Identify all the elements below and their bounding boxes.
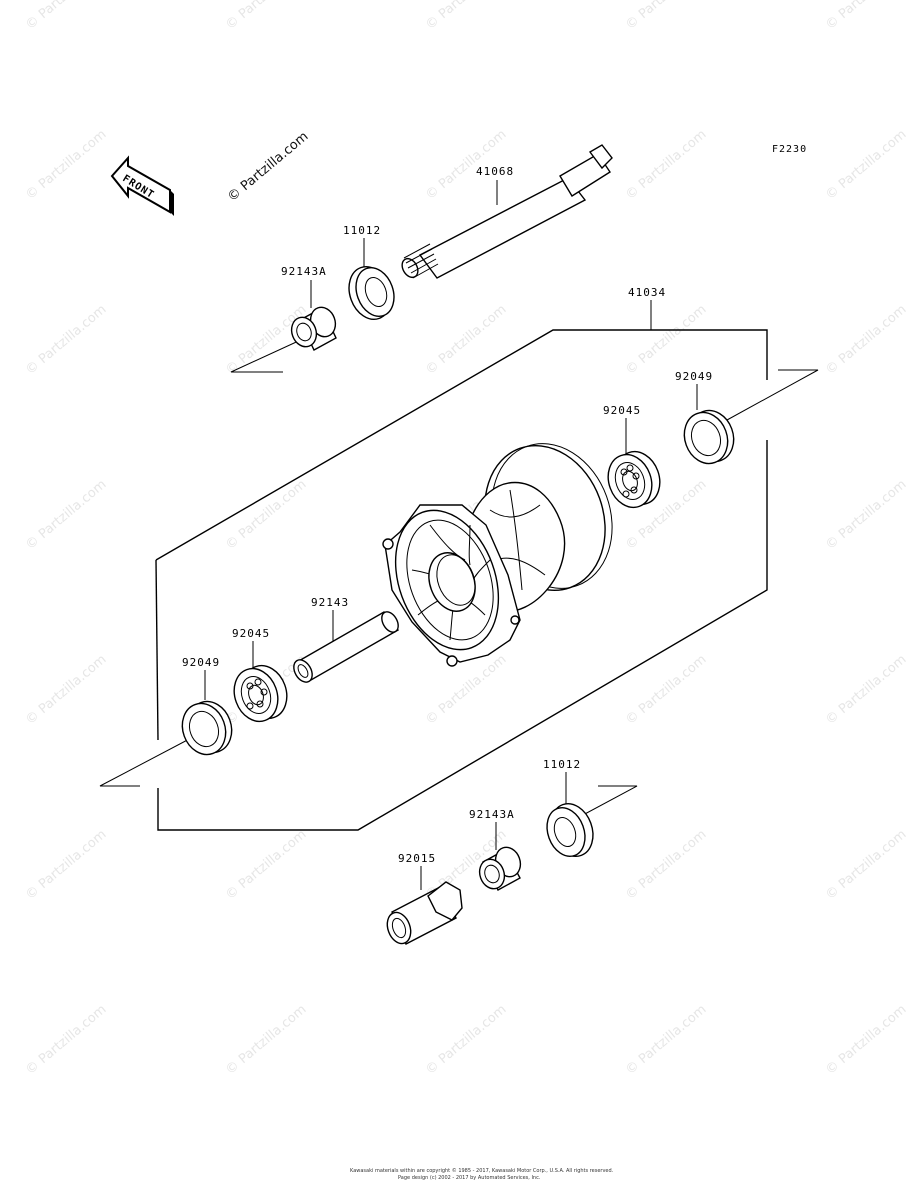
axle-nut [386,881,463,945]
assembly-frame [99,329,819,831]
wheel-hub [382,443,613,667]
watermark: © Partzilla.com [423,1002,509,1078]
watermark: © Partzilla.com [23,0,109,33]
distance-collar [293,611,400,683]
watermark: © Partzilla.com [23,302,109,378]
part-label-11012: 11012 [543,758,581,771]
watermark: © Partzilla.com [23,652,109,728]
watermark: © Partzilla.com [23,477,109,553]
watermark: © Partzilla.com [23,827,109,903]
watermark: © Partzilla.com [823,1002,909,1078]
watermark: © Partzilla.com [823,127,909,203]
watermark: © Partzilla.com [623,652,709,728]
part-labels: 41068 11012 92143A 41034 92049 92045 921… [182,165,713,865]
watermark: © Partzilla.com [823,827,909,903]
leader-lines [204,180,698,890]
part-label-92143: 92143 [311,596,349,609]
part-label-11012: 11012 [343,224,381,237]
ball-bearing [233,664,288,723]
part-label-92049: 92049 [182,656,220,669]
watermark: © Partzilla.com [823,652,909,728]
part-label-92049: 92049 [675,370,713,383]
copyright-line: Kawasaki materials within are copyright … [350,1167,614,1174]
watermark: © Partzilla.com [423,0,509,33]
part-label-41068: 41068 [476,165,514,178]
watermark: © Partzilla.com [823,477,909,553]
grease-seal [683,409,735,465]
part-label-92143a: 92143A [281,265,327,278]
copyright-line: Page design (c) 2002 - 2017 by Automated… [398,1175,541,1181]
collar [478,846,522,891]
part-label-92045: 92045 [232,627,270,640]
watermark: © Partzilla.com [823,0,909,33]
part-label-41034: 41034 [628,286,666,299]
collar [290,306,337,351]
watermark: © Partzilla.com [623,1002,709,1078]
watermark: © Partzilla.com [423,302,509,378]
front-arrow-icon: FRONT [110,155,174,216]
watermark: © Partzilla.com [23,127,109,203]
watermark: © Partzilla.com [823,302,909,378]
grease-seal [181,700,233,756]
axle [401,144,613,279]
ball-bearing [607,450,661,509]
watermark-dark: © Partzilla.com [225,129,311,205]
watermark: © Partzilla.com [223,0,309,33]
watermark: © Partzilla.com [423,652,509,728]
watermark: © Partzilla.com [223,827,309,903]
oil-seal [348,266,395,320]
oil-seal [546,803,594,857]
part-label-92045: 92045 [603,404,641,417]
watermark: © Partzilla.com [623,827,709,903]
watermark: © Partzilla.com [23,1002,109,1078]
watermark: © Partzilla.com [623,302,709,378]
watermark: © Partzilla.com [223,1002,309,1078]
diagram-code: F2230 [772,144,807,155]
part-label-92015: 92015 [398,852,436,865]
part-label-92143a: 92143A [469,808,515,821]
watermark: © Partzilla.com [623,0,709,33]
watermark: © Partzilla.com [623,127,709,203]
watermark: © Partzilla.com [223,477,309,553]
